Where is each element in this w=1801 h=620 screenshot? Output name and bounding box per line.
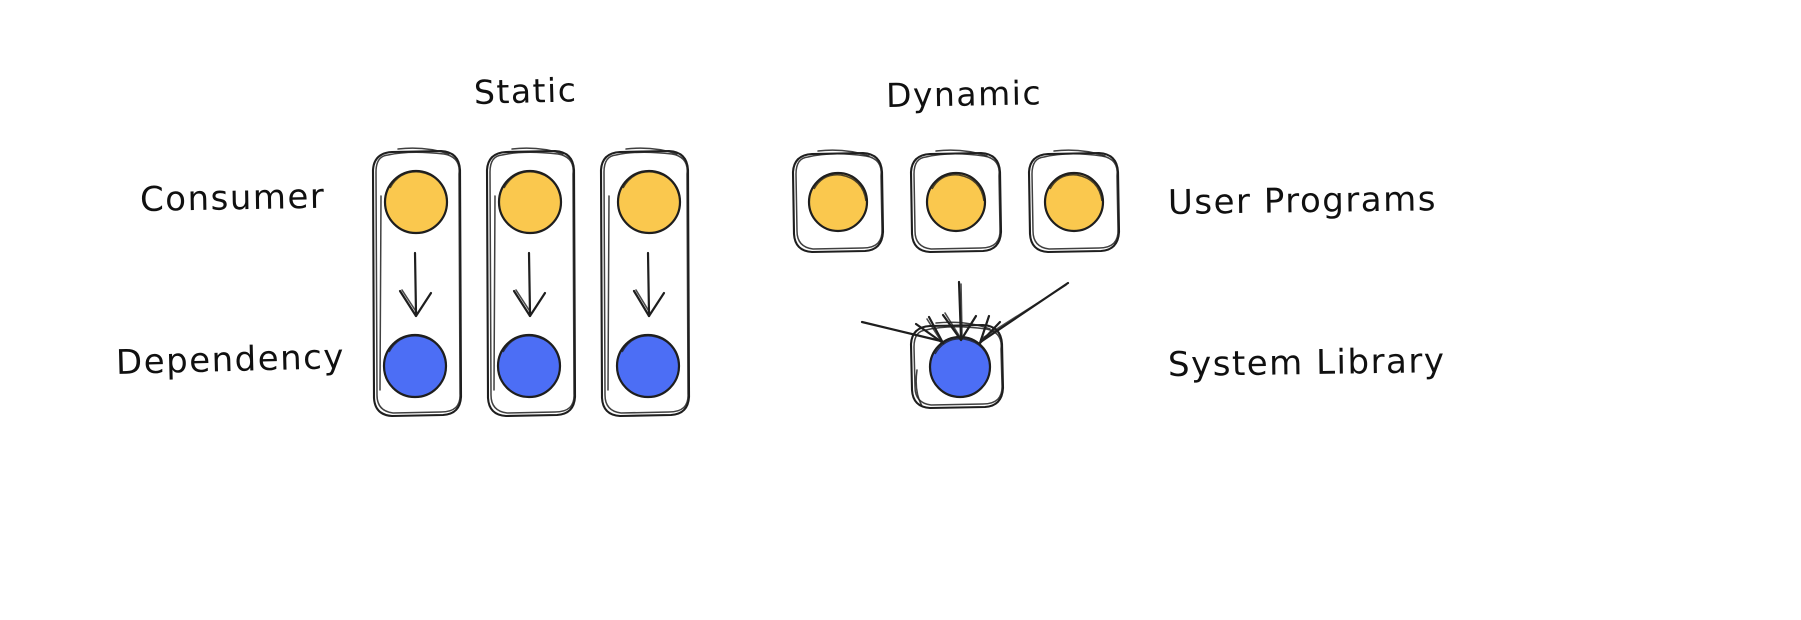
user-program-1[interactable] — [791, 149, 885, 254]
static-column-2[interactable] — [485, 147, 577, 418]
dependency-arrow — [398, 251, 433, 318]
heading-static: Static — [473, 70, 578, 112]
consumer-node — [497, 169, 563, 235]
program-node — [807, 171, 869, 233]
dependency-edges — [860, 280, 1070, 345]
static-column-3[interactable] — [599, 147, 691, 418]
dynamic-group — [791, 149, 1121, 410]
static-group — [371, 147, 691, 418]
dependency-node — [496, 333, 562, 399]
dependency-node — [615, 333, 681, 399]
program-node — [925, 171, 987, 233]
dependency-arrow — [632, 251, 666, 318]
user-program-2[interactable] — [909, 149, 1003, 254]
label-consumer: Consumer — [139, 176, 326, 220]
dependency-node — [382, 333, 448, 399]
consumer-node — [383, 169, 449, 235]
dependency-arrow — [512, 251, 547, 318]
label-dependency: Dependency — [115, 337, 346, 383]
static-column-1[interactable] — [371, 147, 463, 418]
consumer-node — [616, 169, 682, 235]
user-program-3[interactable] — [1027, 149, 1121, 254]
program-node — [1043, 171, 1105, 233]
heading-dynamic: Dynamic — [885, 73, 1043, 115]
label-user-programs: User Programs — [1167, 179, 1438, 223]
label-system-library: System Library — [1167, 341, 1446, 385]
